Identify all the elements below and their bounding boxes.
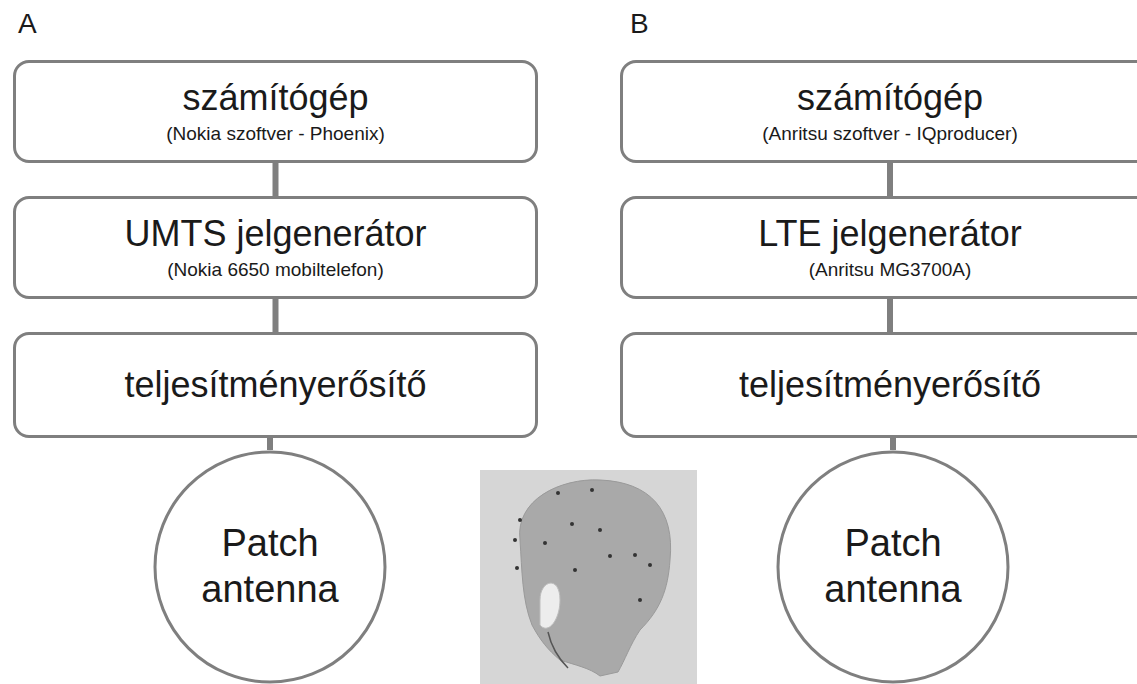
node-title: számítógép [182,77,368,118]
node-subtitle: (Anritsu szoftver - IQproducer) [762,123,1018,146]
circle-outline [155,452,385,682]
node-title: UMTS jelgenerátor [124,213,426,254]
node-title: teljesítményerősítő [739,364,1041,405]
panel-letter: A [18,8,37,40]
ear-electrode [540,583,560,628]
connector-line [267,438,273,450]
eeg-electrodes [513,488,652,602]
process-box: UMTS jelgenerátor (Nokia 6650 mobiltelefo… [13,196,538,299]
node-subtitle: (Nokia szoftver - Phoenix) [166,123,385,146]
node-title: Patch antenna [185,521,355,612]
node-subtitle: (Nokia 6650 mobiltelefon) [167,259,384,282]
circle-outline [776,450,1010,684]
node-title: számítógép [797,77,983,118]
process-box: számítógép (Nokia szoftver - Phoenix) [13,60,538,163]
process-box: LTE jelgenerátor (Anritsu MG3700A) [620,196,1137,299]
node-subtitle: (Anritsu MG3700A) [809,259,972,282]
connector-line [273,299,279,332]
connector-line [890,438,896,450]
circle-outline [778,452,1008,682]
circle-outline [153,450,387,684]
antenna-circle: Patch antenna [153,450,387,684]
connector-line [887,299,893,332]
process-box: teljesítményerősítő [620,332,1137,438]
electrode-wire [548,632,568,668]
node-title: LTE jelgenerátor [758,213,1021,254]
panel-letter: B [630,8,649,40]
head-shape [520,480,671,676]
connector-line [273,163,279,196]
antenna-circle: Patch antenna [776,450,1010,684]
node-title: teljesítményerősítő [124,364,426,405]
process-box: számítógép (Anritsu szoftver - IQproducer… [620,60,1137,163]
illustration-ground [480,470,697,684]
process-box: teljesítményerősítő [13,332,538,438]
node-title: Patch antenna [808,521,978,612]
connector-line [887,163,893,196]
